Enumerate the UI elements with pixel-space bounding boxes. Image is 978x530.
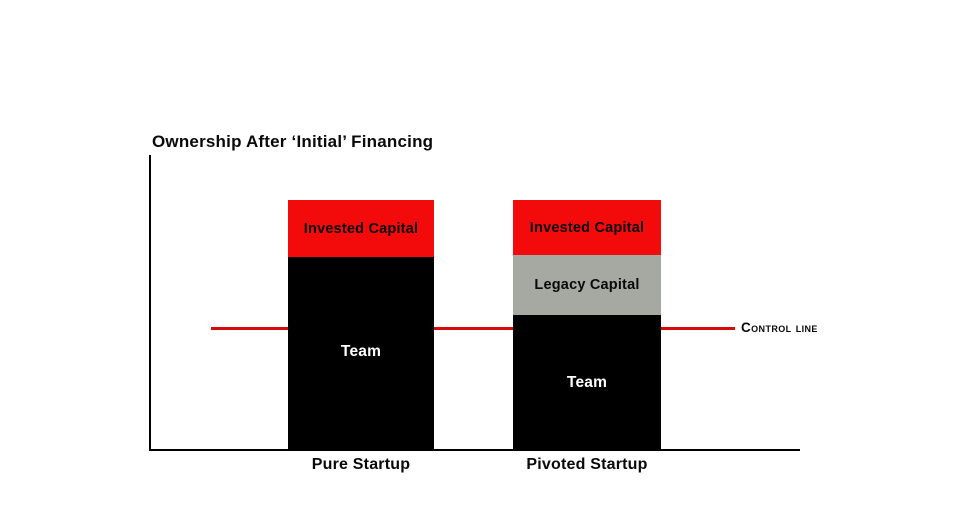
y-axis-line	[149, 155, 151, 451]
segment-label: Legacy Capital	[534, 277, 640, 293]
bar-pivoted-startup: Invested Capital Legacy Capital Team	[513, 200, 661, 450]
bar-pure-startup: Invested Capital Team	[288, 200, 434, 450]
control-line-label: Control line	[741, 320, 818, 335]
segment-pure-invested-capital: Invested Capital	[288, 200, 434, 257]
chart-title: Ownership After ‘Initial’ Financing	[152, 132, 434, 151]
x-axis-line	[149, 449, 800, 451]
segment-pivoted-team: Team	[513, 315, 661, 450]
segment-label: Invested Capital	[529, 219, 645, 236]
segment-pivoted-invested-capital: Invested Capital	[513, 200, 661, 255]
control-line	[211, 327, 735, 330]
category-label-pure-startup: Pure Startup	[311, 456, 411, 473]
segment-pivoted-legacy-capital: Legacy Capital	[513, 255, 661, 315]
segment-label: Team	[566, 373, 608, 391]
segment-label: Team	[340, 343, 382, 360]
segment-label: Invested Capital	[303, 220, 419, 237]
segment-pure-team: Team	[288, 257, 434, 450]
category-label-pivoted-startup: Pivoted Startup	[526, 456, 648, 473]
